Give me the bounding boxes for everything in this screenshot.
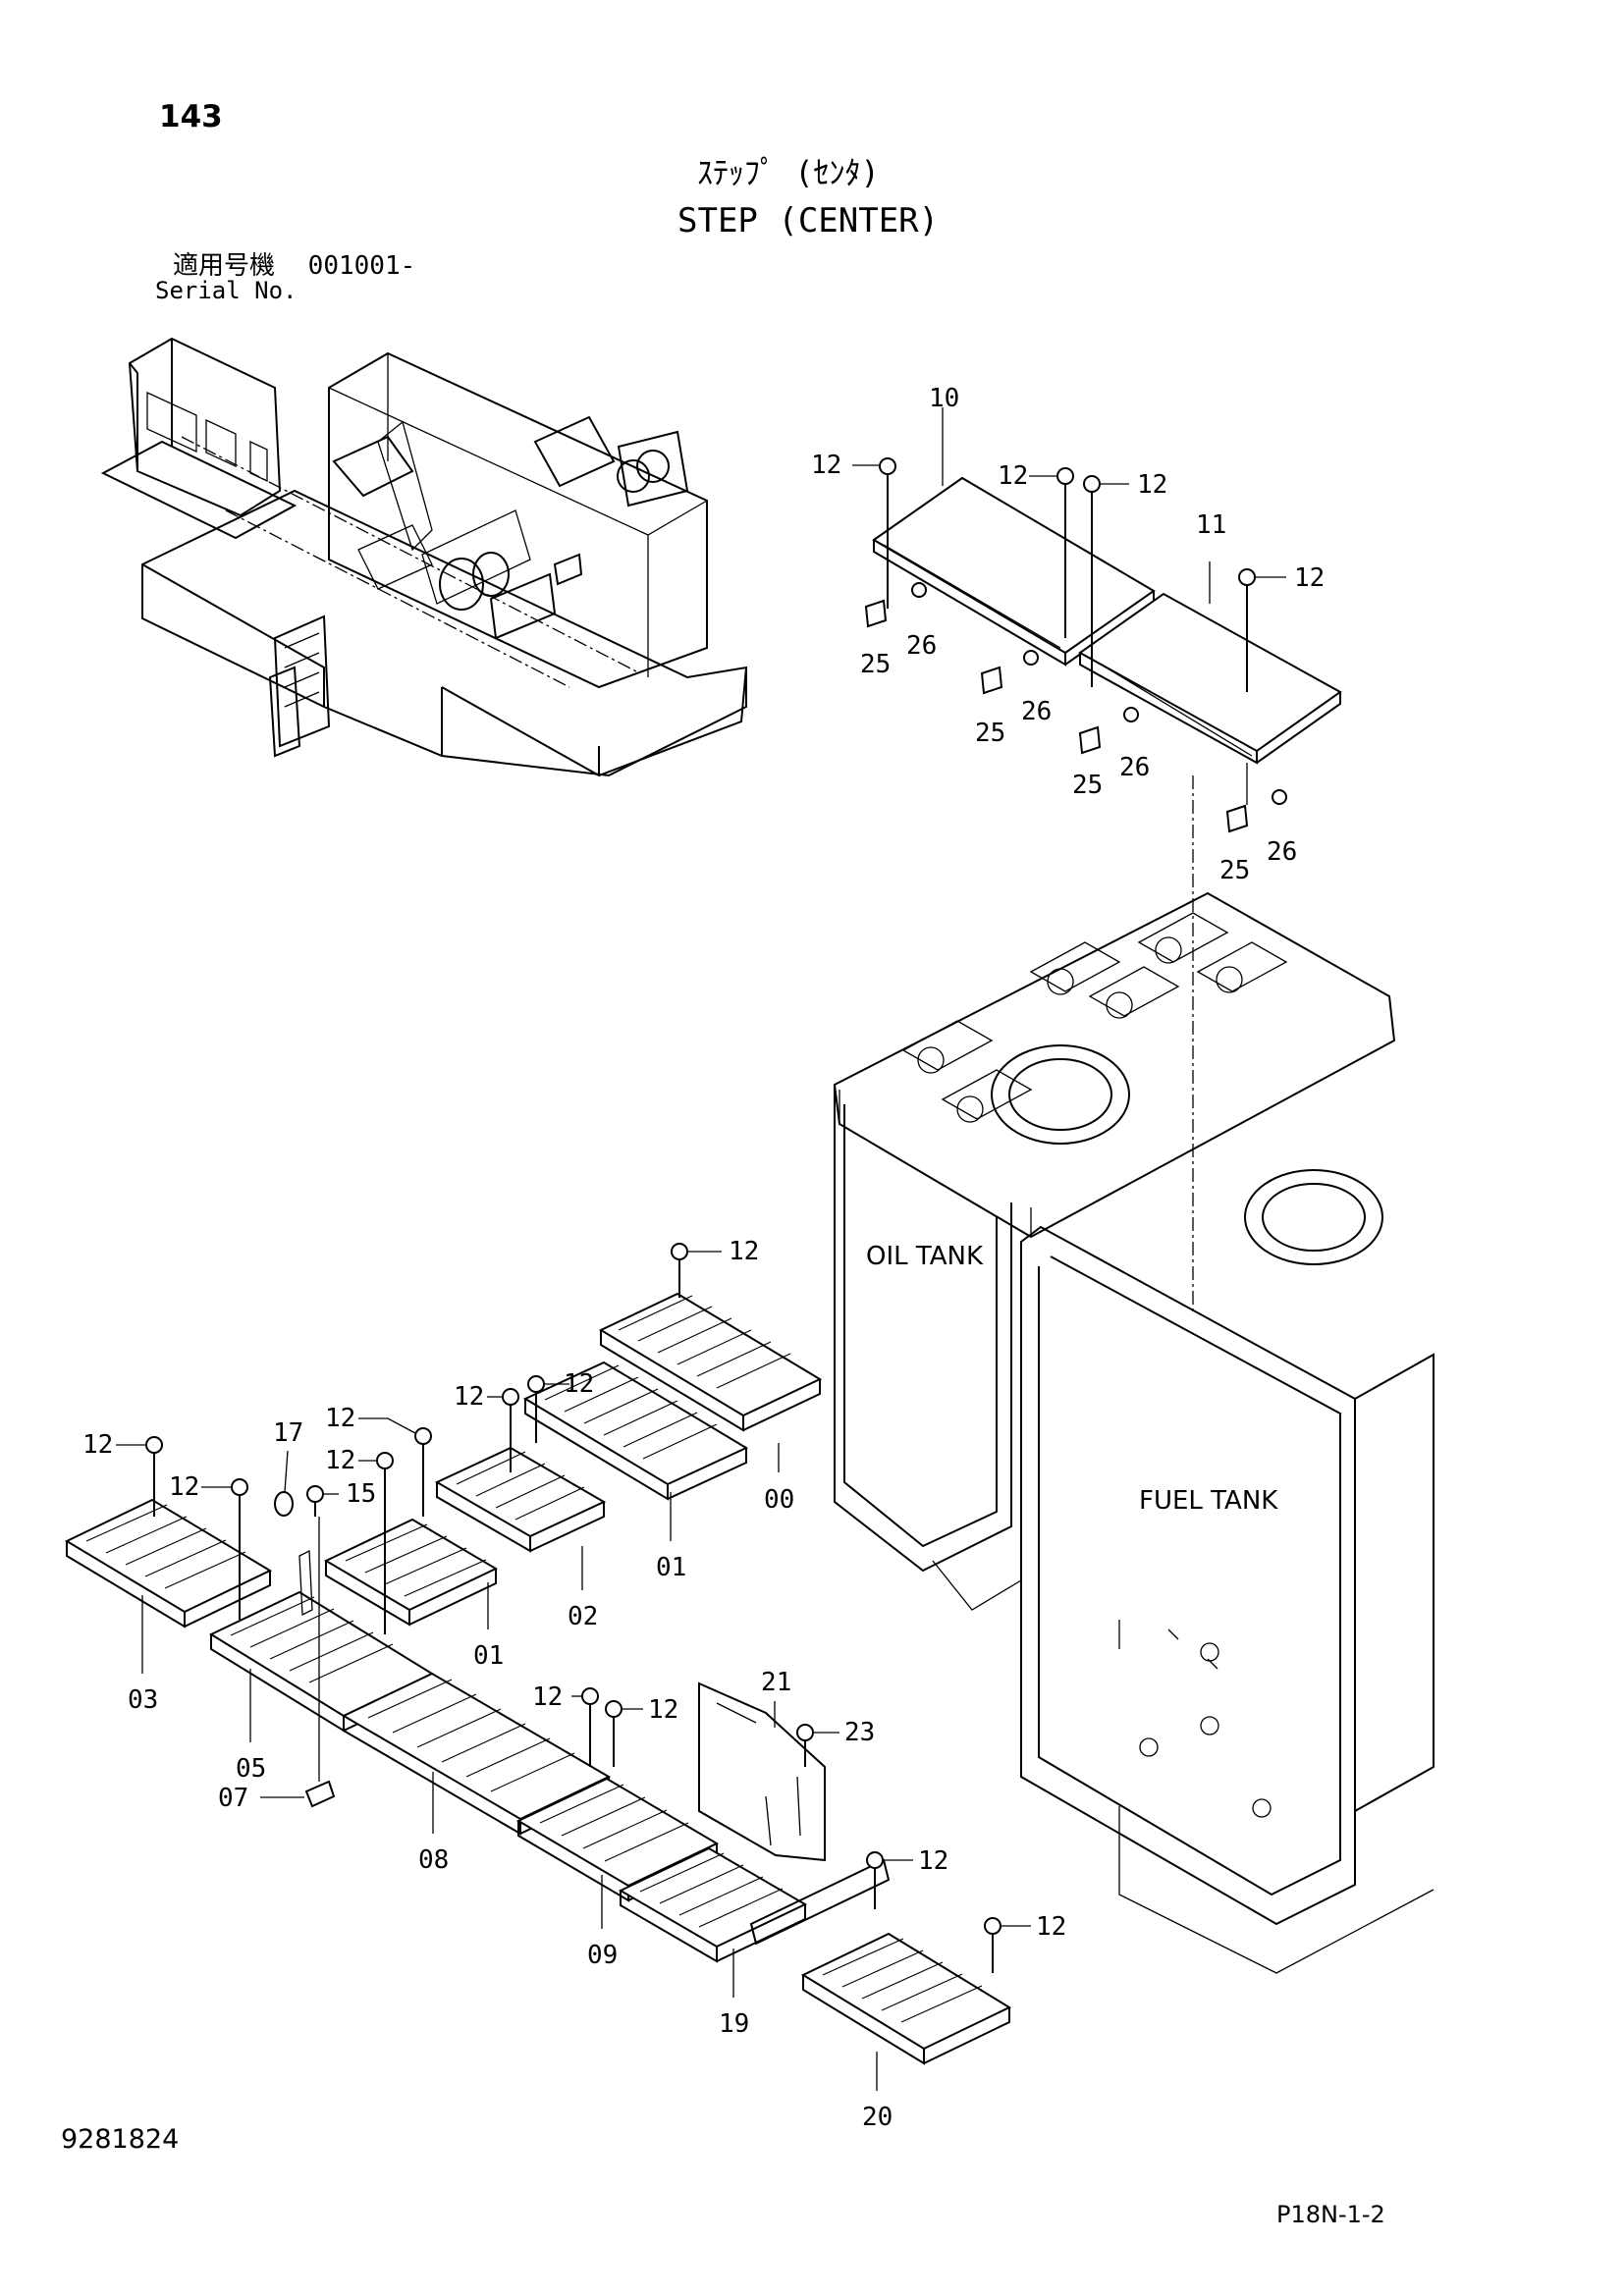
callout-12: 12 <box>648 1695 678 1725</box>
callout-17: 17 <box>273 1418 303 1448</box>
document-number: 9281824 <box>61 2124 180 2155</box>
bolt-icon <box>414 1427 432 1517</box>
serial-line-japanese: 適用号機 001001- <box>173 253 415 279</box>
callout-25: 25 <box>1072 771 1103 800</box>
callout-09: 09 <box>587 1941 618 1970</box>
callout-12: 12 <box>998 461 1028 491</box>
bracket-21-icon <box>698 1682 826 1862</box>
bolt-icon <box>145 1436 163 1517</box>
callout-12: 12 <box>918 1846 948 1876</box>
nut-icon <box>1023 650 1039 666</box>
callout-12: 12 <box>564 1369 594 1399</box>
bolt-icon <box>1083 475 1101 687</box>
callout-11: 11 <box>1196 510 1226 540</box>
bolt-icon <box>231 1478 248 1620</box>
callout-00: 00 <box>764 1485 794 1515</box>
step-gratings <box>64 1243 1012 2065</box>
bolt-icon <box>866 1851 884 1909</box>
callout-12: 12 <box>532 1682 563 1712</box>
callout-12: 12 <box>325 1446 355 1475</box>
callout-12: 12 <box>82 1430 113 1460</box>
callout-12: 12 <box>325 1404 355 1433</box>
callout-12: 12 <box>729 1237 759 1266</box>
page-reference: P18N-1-2 <box>1276 2201 1385 2228</box>
callout-12: 12 <box>1036 1912 1066 1942</box>
title-japanese: ｽﾃｯﾌﾟ (ｾﾝﾀ) <box>697 154 880 191</box>
callout-21: 21 <box>761 1668 791 1697</box>
callout-12: 12 <box>1294 563 1325 593</box>
bracket-icon <box>1078 725 1102 755</box>
callout-25: 25 <box>1219 856 1250 885</box>
callout-26: 26 <box>1119 753 1150 782</box>
bolt-icon <box>306 1485 324 1517</box>
bolt-icon <box>671 1243 688 1298</box>
bracket-icon <box>1225 804 1249 833</box>
callout-26: 26 <box>906 631 937 661</box>
machine-overview <box>100 337 747 777</box>
callout-12: 12 <box>811 451 841 480</box>
callout-25: 25 <box>975 719 1005 748</box>
callout-23: 23 <box>844 1718 875 1747</box>
callout-10: 10 <box>929 384 959 413</box>
bolt-icon <box>376 1452 394 1634</box>
callout-15: 15 <box>346 1479 376 1509</box>
bolt-icon <box>581 1687 599 1767</box>
tank-assembly <box>833 891 1435 1974</box>
bolt-icon <box>879 457 896 493</box>
nut-icon <box>911 582 927 598</box>
callout-19: 19 <box>719 2009 749 2039</box>
callout-12: 12 <box>454 1382 484 1412</box>
callout-01: 01 <box>473 1641 504 1671</box>
leader-lines <box>116 407 1286 2091</box>
serial-value: 001001- <box>307 251 416 281</box>
upper-covers <box>864 457 1342 1315</box>
callout-05: 05 <box>236 1754 266 1784</box>
callout-26: 26 <box>1267 837 1297 867</box>
callout-26: 26 <box>1021 697 1052 726</box>
callout-07: 07 <box>218 1784 248 1813</box>
cap-17-icon <box>274 1491 294 1517</box>
bolt-icon <box>796 1724 814 1767</box>
bolt-icon <box>605 1700 623 1767</box>
callout-08: 08 <box>418 1845 449 1875</box>
callout-20: 20 <box>862 2103 893 2132</box>
callout-12: 12 <box>169 1472 199 1502</box>
title-english: STEP (CENTER) <box>677 201 940 240</box>
fuel-tank-label: FUEL TANK <box>1139 1486 1278 1516</box>
callout-01: 01 <box>656 1553 686 1582</box>
nut-icon <box>1123 707 1139 722</box>
bracket-icon <box>864 599 888 628</box>
clip-07-icon <box>304 1780 336 1808</box>
nut-icon <box>1272 789 1287 805</box>
serial-label-japanese: 適用号機 <box>173 251 276 281</box>
serial-label-english: Serial No. <box>155 277 298 304</box>
callouts: 10 11 12 12 12 12 25 26 25 26 25 26 25 2… <box>82 384 1325 2132</box>
callout-03: 03 <box>128 1685 158 1715</box>
bracket-icon <box>980 666 1003 695</box>
callout-25: 25 <box>860 650 891 679</box>
callout-02: 02 <box>568 1602 598 1631</box>
bolt-icon <box>984 1917 1001 1973</box>
callout-12: 12 <box>1137 470 1167 500</box>
oil-tank-label: OIL TANK <box>866 1242 984 1271</box>
page-number: 143 <box>159 99 223 134</box>
